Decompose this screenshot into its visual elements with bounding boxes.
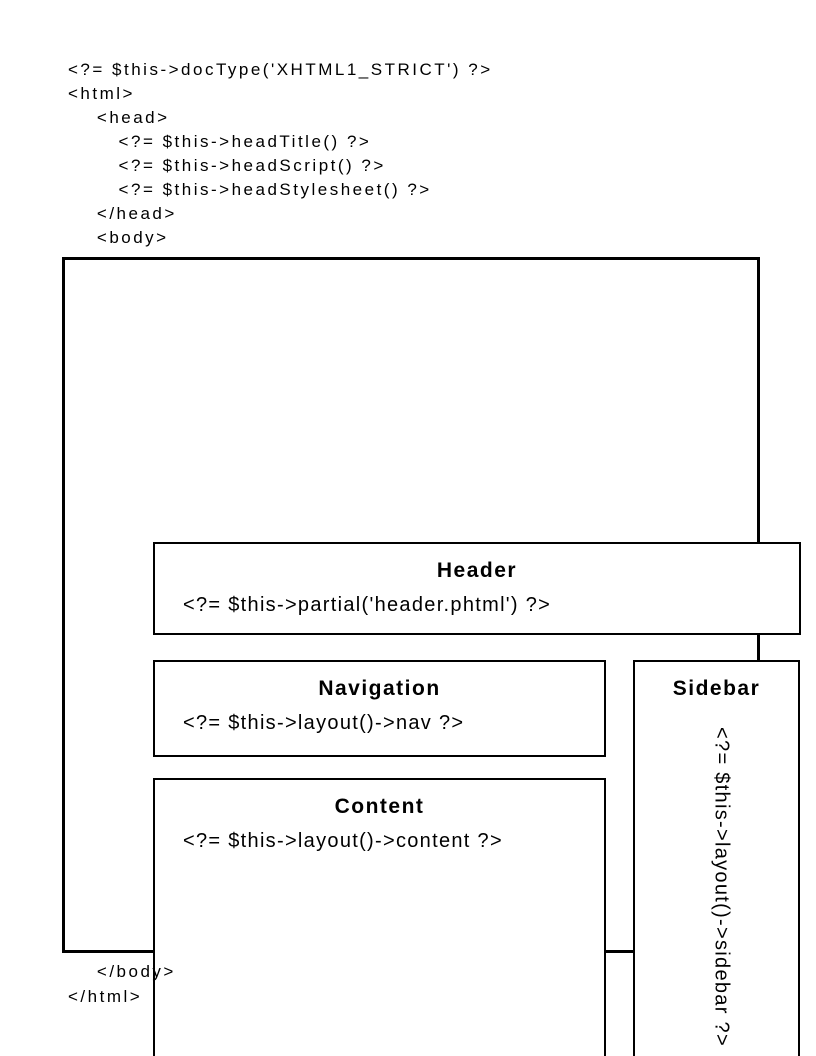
content-box-code: <?= $this->layout()->content ?> (183, 830, 503, 852)
content-box: Content <?= $this->layout()->content ?> (153, 778, 606, 1056)
code-line-html-close: </html> (68, 987, 143, 1006)
code-line-body-close: </body> (68, 962, 176, 981)
body-layout-box: Header <?= $this->partial('header.phtml'… (62, 257, 801, 1056)
sidebar-box: Sidebar <?= $this->layout()->sidebar ?> (633, 660, 800, 1056)
header-box-code: <?= $this->partial('header.phtml') ?> (183, 594, 552, 616)
code-line-doctype: <?= $this->docType('XHTML1_STRICT') ?> (68, 60, 493, 79)
header-box-title: Header (436, 559, 518, 582)
code-line-head-stylesheet: <?= $this->headStylesheet() ?> (68, 180, 432, 199)
code-line-head-open: <head> (68, 108, 170, 127)
code-line-head-script: <?= $this->headScript() ?> (68, 156, 386, 175)
template-code-top: <?= $this->docType('XHTML1_STRICT') ?> <… (68, 58, 493, 250)
navigation-box: Navigation <?= $this->layout()->nav ?> (153, 660, 606, 757)
header-box: Header <?= $this->partial('header.phtml'… (153, 542, 801, 635)
code-line-html-open: <html> (68, 84, 135, 103)
navigation-box-title: Navigation (318, 677, 441, 700)
template-code-bottom: </body> </html> (68, 959, 176, 1009)
navigation-box-code: <?= $this->layout()->nav ?> (183, 712, 465, 734)
content-box-title: Content (334, 795, 425, 818)
code-line-body-open: <body> (68, 228, 169, 247)
code-line-head-title: <?= $this->headTitle() ?> (68, 132, 372, 151)
sidebar-box-code: <?= $this->layout()->sidebar ?> (710, 727, 733, 1047)
code-line-head-close: </head> (68, 204, 177, 223)
sidebar-box-title: Sidebar (672, 677, 761, 700)
